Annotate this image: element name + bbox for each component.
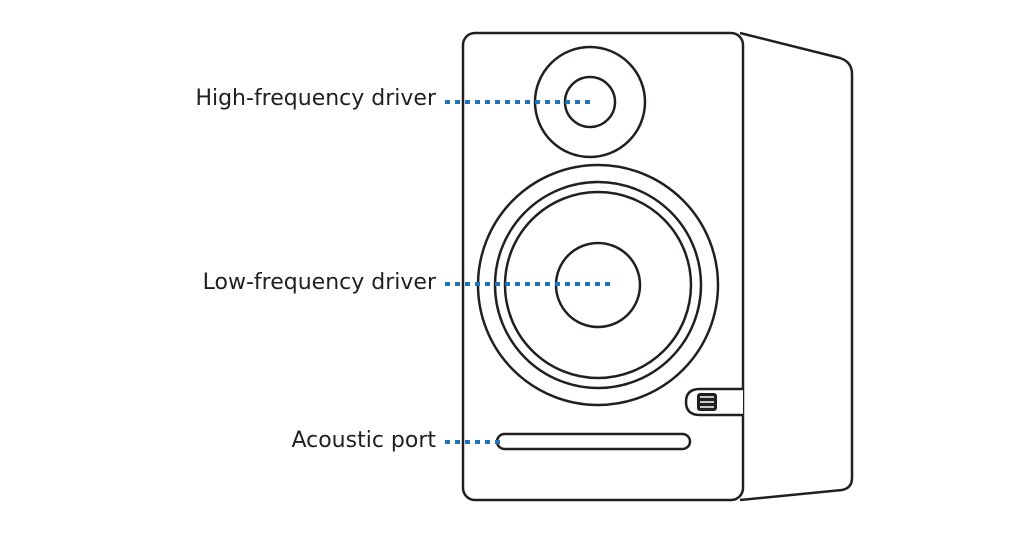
brand-logo-icon [684,387,743,417]
acoustic-port [495,432,692,451]
cabinet-front-face [461,31,745,502]
acoustic-port-label: Acoustic port [291,428,436,453]
high-frequency-driver-label: High-frequency driver [195,86,436,111]
cabinet-side-panel [739,31,854,502]
low-frequency-driver-label: Low-frequency driver [202,270,436,295]
